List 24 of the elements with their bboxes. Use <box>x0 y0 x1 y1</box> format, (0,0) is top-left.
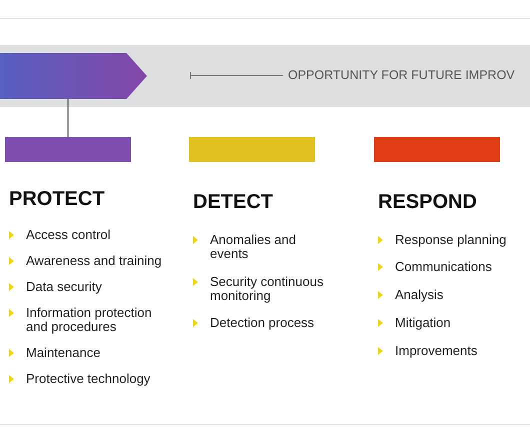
list-item-text: Security continuous monitoring <box>210 275 324 303</box>
banner-band <box>0 45 530 107</box>
list-item-text: Detection process <box>210 316 316 330</box>
list-item-text: Maintenance <box>26 346 102 360</box>
arrow-banner <box>0 53 147 99</box>
list-item-text: Data security <box>26 280 103 294</box>
list-item-text: Protective technology <box>26 372 152 386</box>
color-bar <box>5 137 131 162</box>
list-item-text: Response planning <box>395 233 508 247</box>
column-heading: DETECT <box>193 191 273 214</box>
color-bar <box>374 137 500 162</box>
list-item-text: Communications <box>395 260 493 274</box>
list-item-text: Access control <box>26 228 112 242</box>
column-heading: RESPOND <box>378 191 477 214</box>
column-heading: PROTECT <box>9 188 105 211</box>
color-bar <box>189 137 315 162</box>
list-item-text: Anomalies and events <box>210 233 297 261</box>
connector-line <box>67 99 69 137</box>
list-item-text: Awareness and training <box>26 254 163 268</box>
list-item-text: Mitigation <box>395 316 452 330</box>
list-item-text: Analysis <box>395 288 444 302</box>
list-item-text: Improvements <box>395 344 478 358</box>
list-item-text: Information protection and procedures <box>26 306 153 334</box>
banner-text: OPPORTUNITY FOR FUTURE IMPROV <box>288 68 515 82</box>
